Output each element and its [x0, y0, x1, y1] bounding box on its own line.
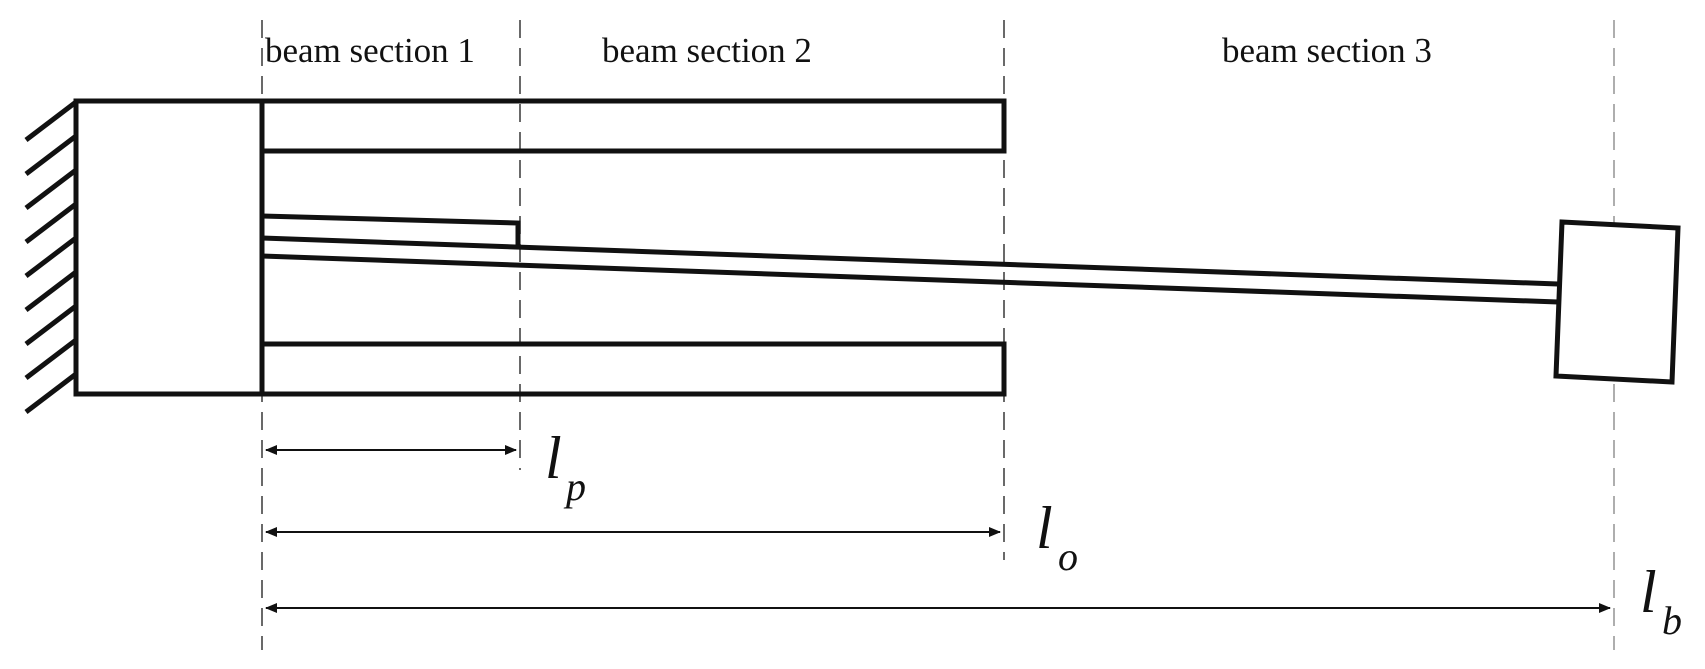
symbol-lp-subscript: p: [563, 464, 586, 509]
piezo-layer: [261, 213, 521, 245]
label-beam-section-3: beam section 3: [1222, 31, 1432, 70]
symbol-lo-main: l: [1036, 495, 1053, 561]
symbol-lp-main: l: [545, 425, 562, 491]
lower-beam: [262, 341, 1007, 397]
label-beam-section-1: beam section 1: [265, 31, 475, 70]
symbol-lp: l p: [545, 425, 586, 509]
upper-beam: [262, 98, 1007, 154]
symbol-lo-subscript: o: [1058, 534, 1078, 579]
label-beam-section-2: beam section 2: [602, 31, 812, 70]
symbol-lo: l o: [1036, 495, 1078, 579]
symbol-lb-main: l: [1640, 559, 1657, 625]
base-block: [73, 98, 265, 397]
fixed-support-hatching: [24, 100, 78, 414]
symbol-lb: l b: [1640, 559, 1682, 643]
symbol-lb-subscript: b: [1662, 598, 1682, 643]
cantilever-beam: [261, 235, 1559, 305]
tip-mass: [1553, 219, 1681, 385]
